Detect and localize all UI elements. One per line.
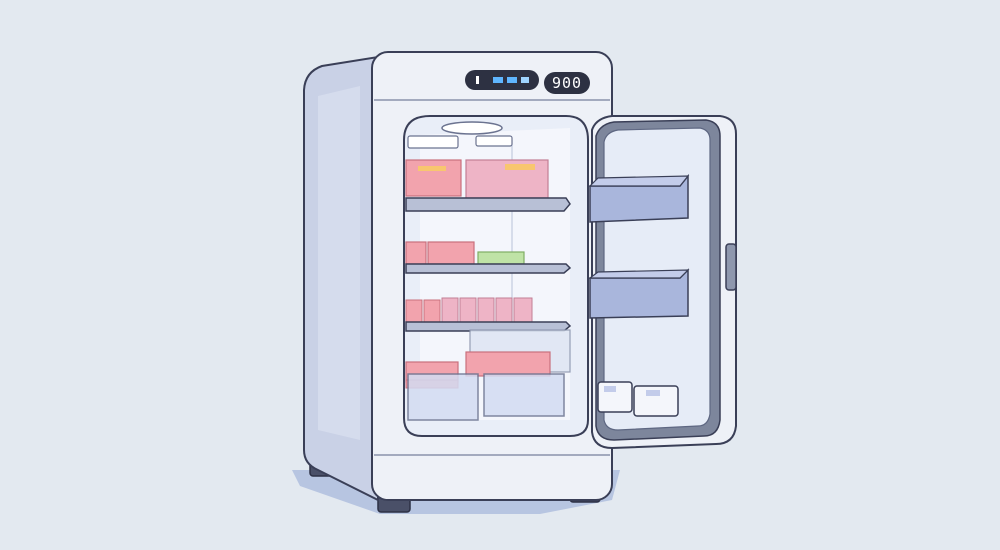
top-tray-right <box>475 135 513 147</box>
pink-box <box>513 297 533 323</box>
fridge-door[interactable] <box>588 115 737 450</box>
pink-box <box>459 297 477 323</box>
wire-shelf-2 <box>405 263 572 274</box>
clear-drawer-right <box>483 373 565 417</box>
wire-shelf-1 <box>405 197 571 212</box>
wire-shelf-3 <box>405 321 572 332</box>
pink-box <box>405 241 427 265</box>
display-icon <box>544 72 590 94</box>
bin-slot <box>604 386 616 392</box>
bin-slot <box>646 390 660 396</box>
clear-drawer-left <box>407 373 479 421</box>
handle-icon[interactable] <box>725 243 737 291</box>
pink-box <box>477 297 495 323</box>
pink-box <box>405 299 423 323</box>
pink-box <box>465 351 551 377</box>
light-icon <box>441 121 503 135</box>
pink-box <box>441 297 459 323</box>
box-label <box>505 164 535 170</box>
box-label <box>418 166 446 171</box>
pink-box <box>423 299 441 323</box>
door-bottom-bins <box>597 381 679 417</box>
door-bin-small <box>633 385 679 417</box>
crisper-drawers <box>405 329 571 421</box>
temperature-display: 900 <box>544 72 590 94</box>
door-bin-middle-rim <box>588 269 690 279</box>
shelf-3-items <box>405 297 533 323</box>
pink-box <box>495 297 513 323</box>
display-readout: 900 <box>552 74 582 92</box>
pink-box <box>427 241 475 265</box>
green-box <box>477 251 525 265</box>
shelf-2-items <box>405 241 525 265</box>
top-tray <box>407 135 459 149</box>
control-panel-icon[interactable] <box>465 70 539 90</box>
door-bin-upper-rim <box>588 175 690 187</box>
pink-box <box>405 159 462 197</box>
fridge-side-highlight <box>318 86 360 440</box>
shelf-1-items <box>405 159 549 199</box>
